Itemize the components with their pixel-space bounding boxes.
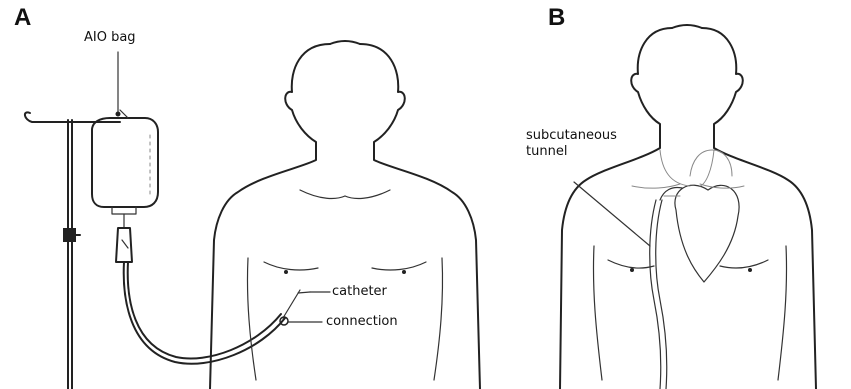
aio-bag-label: AIO bag xyxy=(84,30,136,46)
catheter-label: catheter xyxy=(332,284,387,300)
iv-pole xyxy=(25,112,120,389)
body-b-outline xyxy=(560,25,816,389)
subcutaneous-tunnel-label: subcutaneous tunnel xyxy=(526,128,617,160)
heart-illustration xyxy=(664,150,739,282)
iv-tubing xyxy=(124,262,285,364)
drip-chamber xyxy=(116,228,132,262)
aio-bag xyxy=(92,110,158,228)
panel-a-letter: A xyxy=(14,4,31,32)
vessels xyxy=(632,150,744,188)
connection-label: connection xyxy=(326,314,398,330)
panel-b-letter: B xyxy=(548,4,565,32)
label-leader-b xyxy=(574,182,650,246)
body-a-outline xyxy=(210,41,480,389)
